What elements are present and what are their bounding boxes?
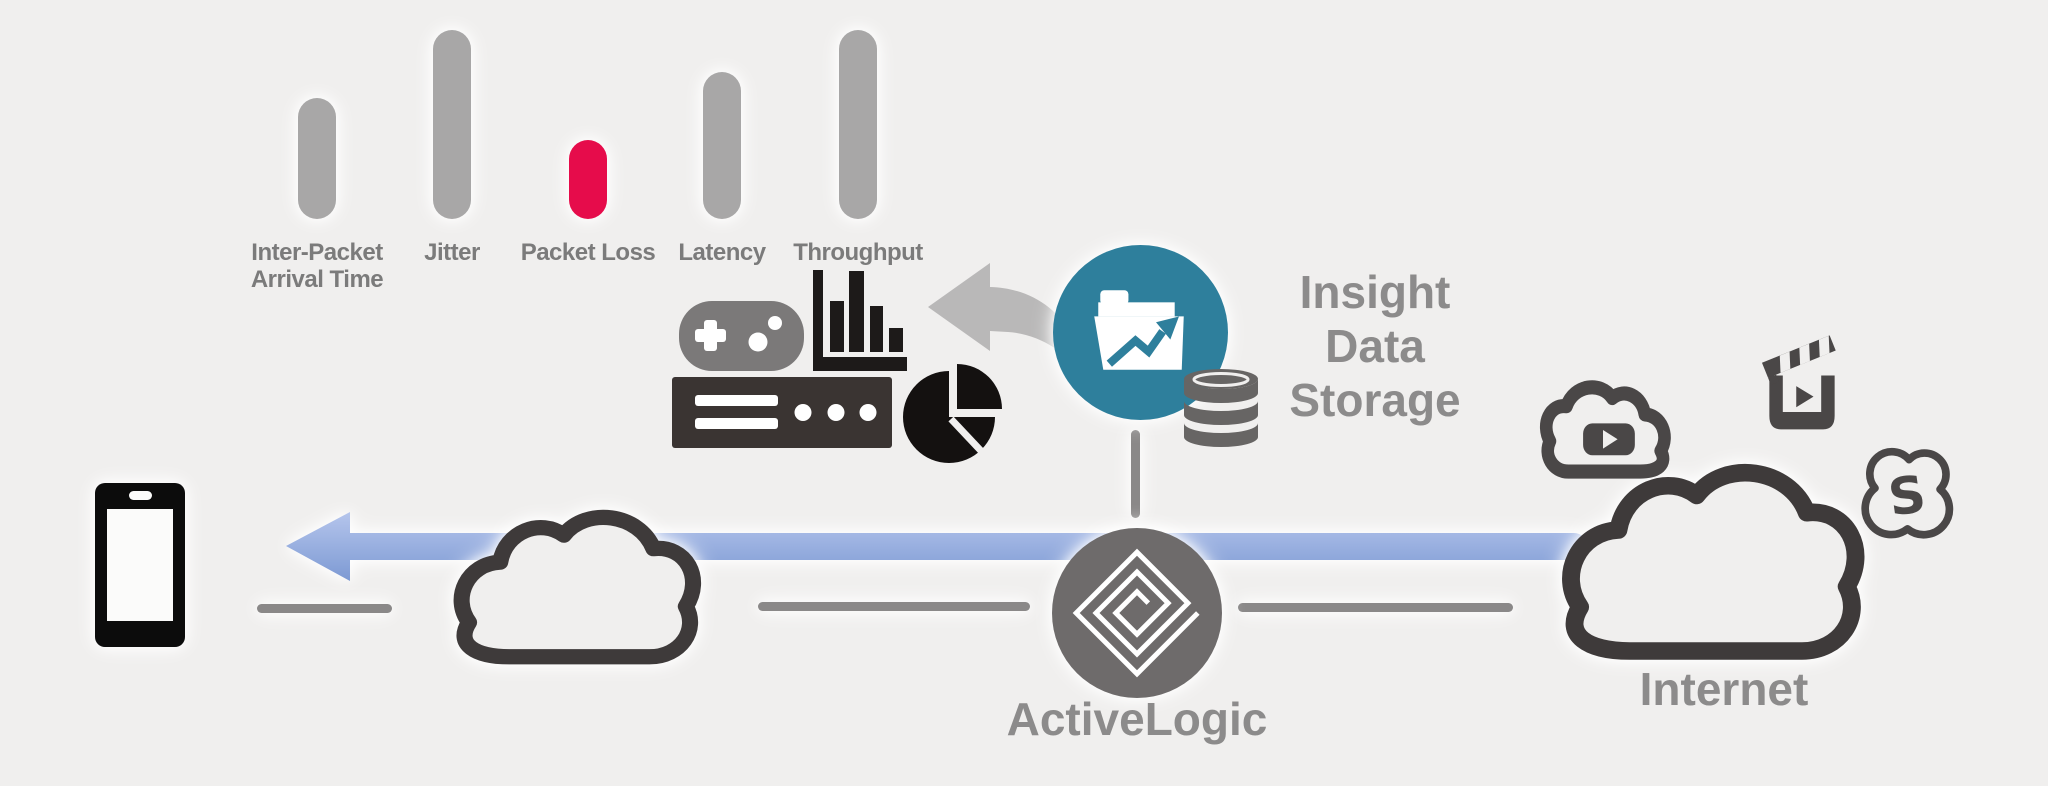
smartphone-speaker <box>129 491 152 500</box>
analytics-folder-icon <box>1094 290 1184 370</box>
baseline-dash-right <box>1238 603 1513 612</box>
database-icon <box>1184 369 1258 447</box>
gamepad-icon <box>679 301 804 371</box>
label-latency: Latency <box>678 239 766 266</box>
activelogic-label: ActiveLogic <box>1006 693 1268 745</box>
baseline-dash-middle <box>758 602 1030 611</box>
pie-chart-icon <box>903 364 1002 463</box>
label-inter-packet-arrival-time: Inter-Packet Arrival Time <box>250 239 384 293</box>
vertical-link <box>1131 430 1140 518</box>
smartphone-icon <box>95 483 185 647</box>
bar-jitter <box>433 30 471 219</box>
bar-latency <box>703 72 741 219</box>
flow-arrow <box>286 512 1588 581</box>
bar-chart-icon <box>813 270 907 371</box>
bar-throughput <box>839 30 877 219</box>
media-server-icon <box>672 377 892 448</box>
label-jitter: Jitter <box>424 239 480 266</box>
internet-cloud-icon <box>1562 464 1865 660</box>
activelogic-logo-icon <box>1072 548 1200 678</box>
skype-icon: S <box>1861 447 1954 539</box>
clapperboard-icon <box>1761 335 1836 430</box>
smartphone-screen <box>107 509 173 621</box>
label-throughput: Throughput <box>793 239 923 266</box>
curved-export-arrow <box>928 263 1086 378</box>
bar-inter-packet-arrival-time <box>298 98 336 219</box>
label-packet-loss: Packet Loss <box>520 239 656 266</box>
svg-text:S: S <box>1885 465 1930 529</box>
access-cloud-icon <box>453 509 702 665</box>
youtube-cloud-icon <box>1539 380 1671 479</box>
internet-label: Internet <box>1639 663 1809 715</box>
bar-packet-loss <box>569 140 607 219</box>
insight-storage-label: Insight Data Storage <box>1289 266 1461 426</box>
baseline-dash-left <box>257 604 392 613</box>
activelogic-circle <box>1052 528 1222 698</box>
